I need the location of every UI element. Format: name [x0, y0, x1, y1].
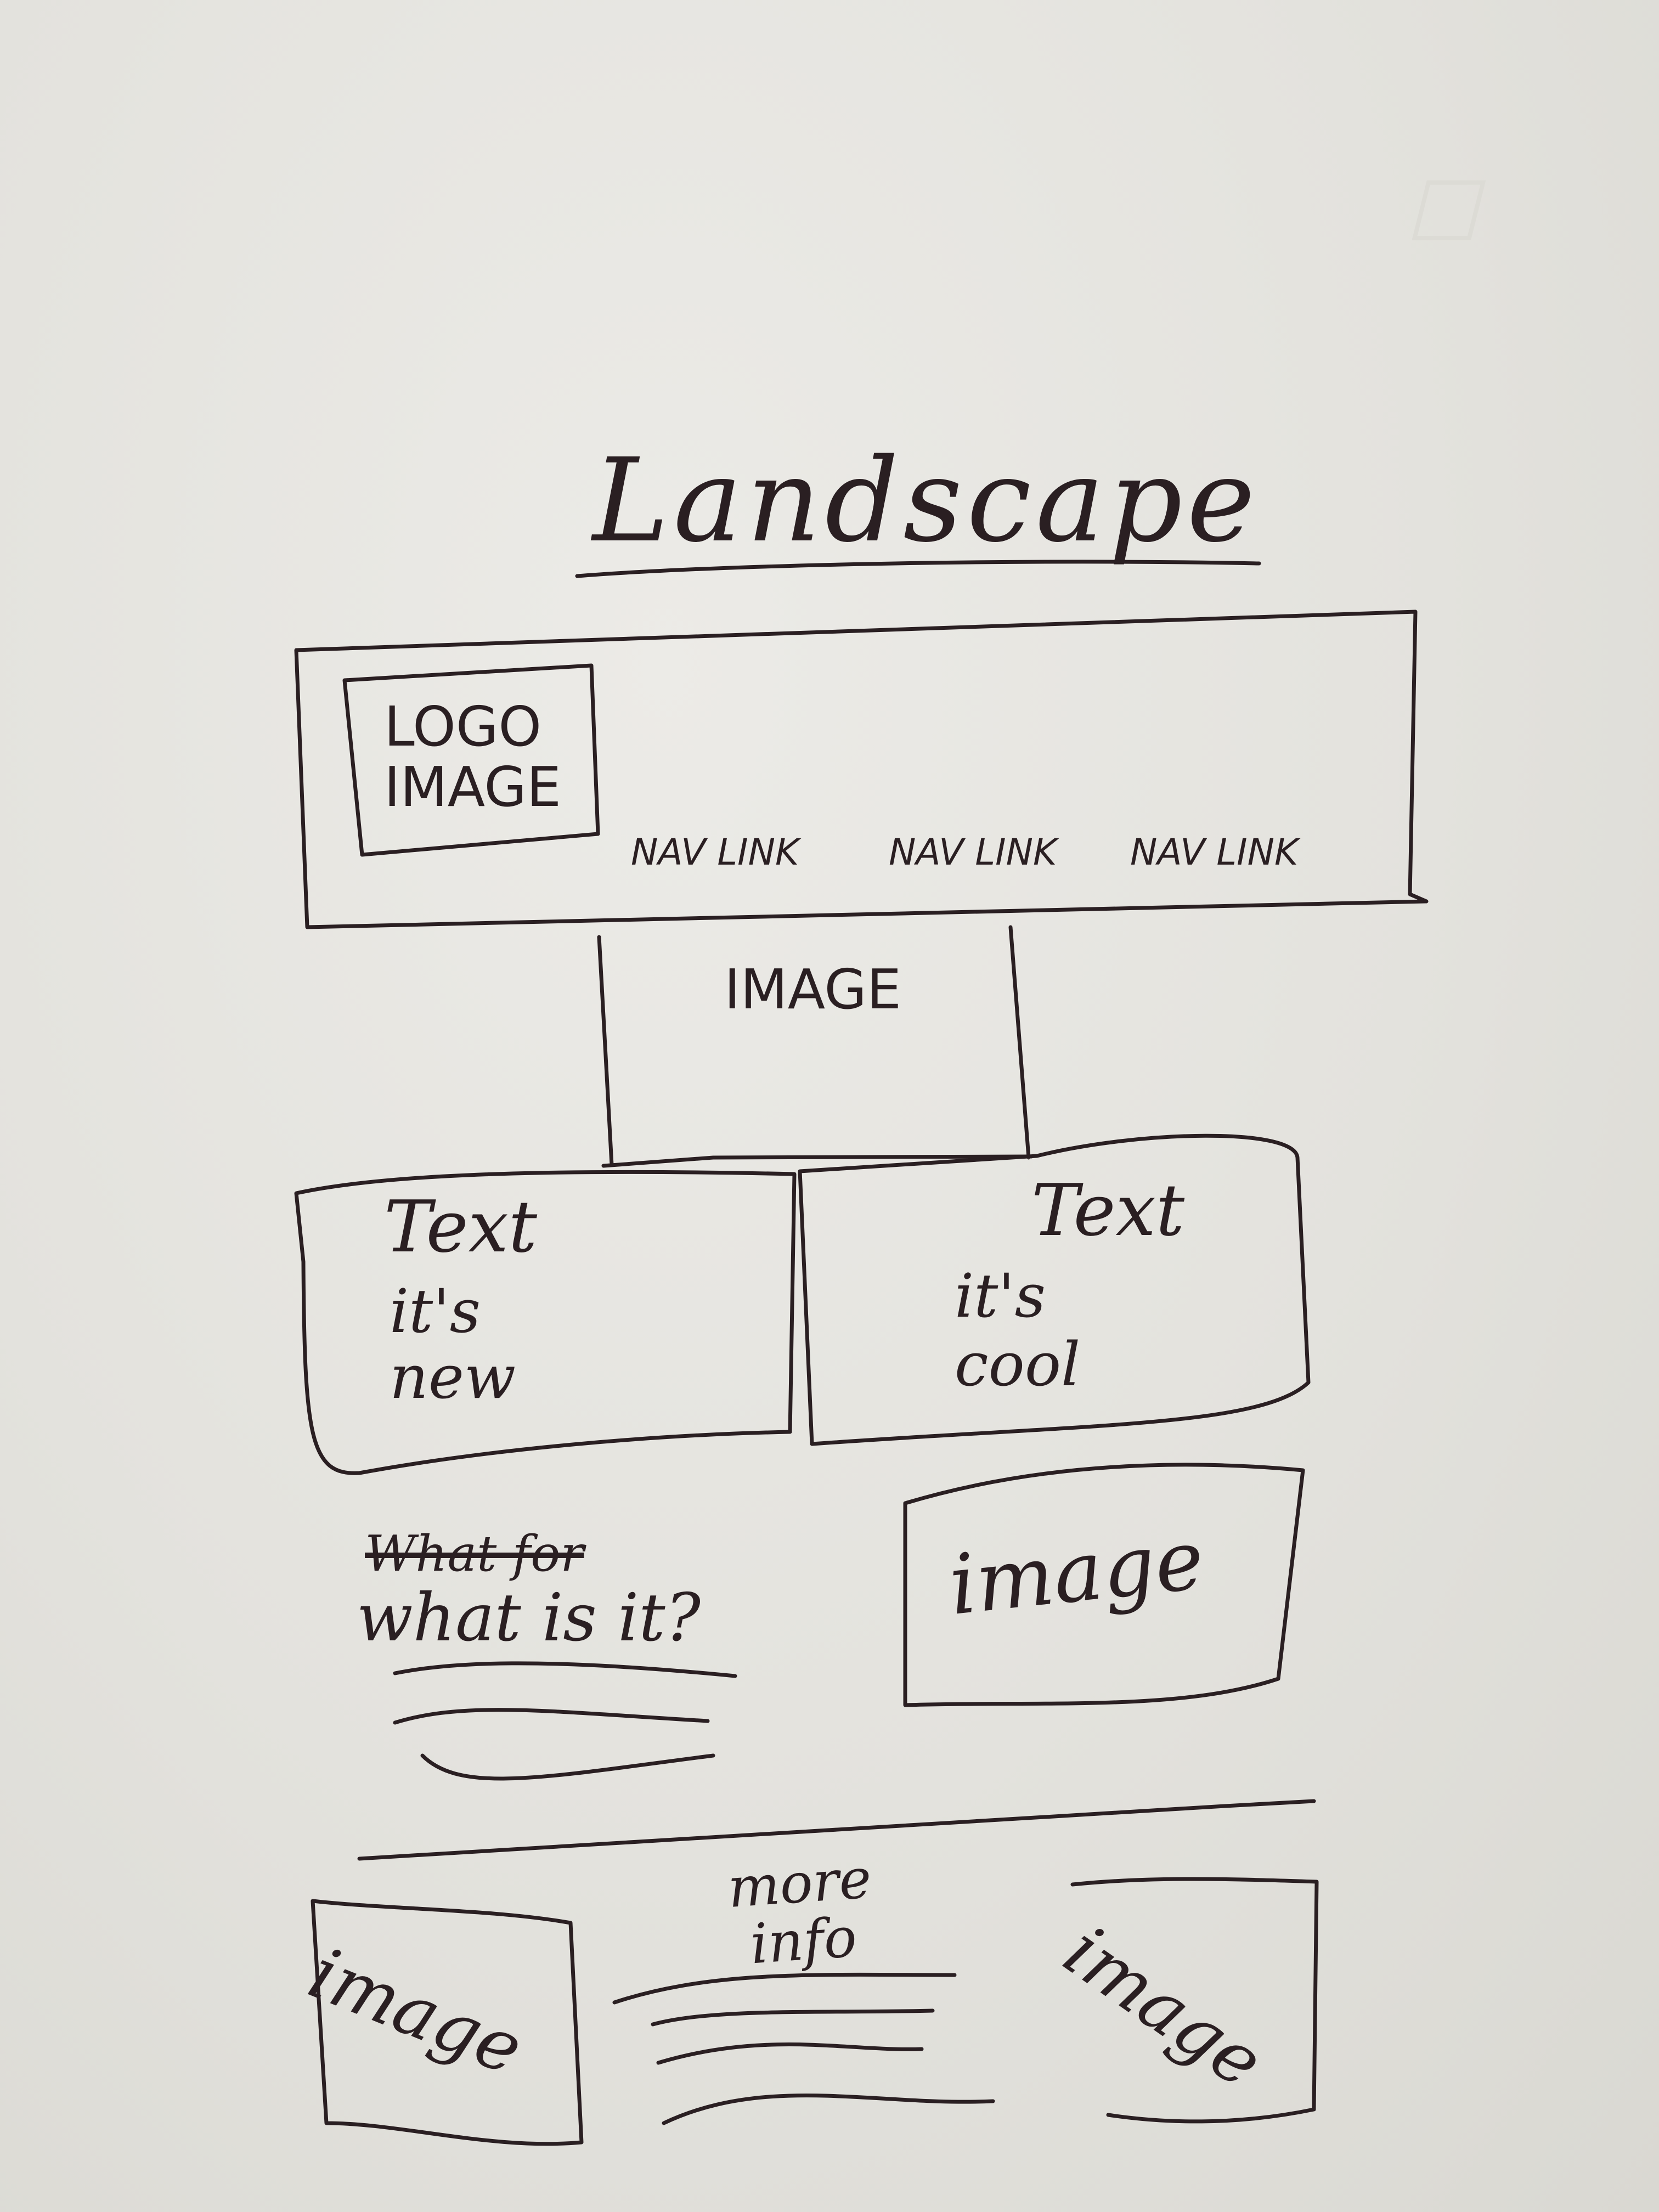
logo-box: [342, 663, 600, 857]
nav-link-1[interactable]: NAV LINK: [631, 831, 799, 873]
nav-link-3[interactable]: NAV LINK: [1130, 831, 1299, 873]
card-left-heading: Text: [384, 1185, 538, 1268]
card-left-box: [294, 1170, 797, 1475]
footer-image-left-box: [311, 1899, 584, 2146]
footer-image-right-box: [1070, 1877, 1319, 2124]
crossed-out-text: What for: [365, 1525, 584, 1583]
feature-heading: what is it?: [357, 1580, 701, 1656]
header-box: [294, 610, 1429, 929]
title-underline: [575, 560, 1261, 578]
nav-link-2[interactable]: NAV LINK: [889, 831, 1057, 873]
card-left-body: it's new: [390, 1276, 516, 1412]
hero-image-label: IMAGE: [724, 957, 902, 1022]
info-text-squiggle: [612, 1972, 957, 2005]
body-text-squiggle: [393, 1708, 710, 1725]
feature-image-box: [903, 1463, 1305, 1707]
card-right-box: [798, 1133, 1311, 1446]
logo-image-label: LOGO IMAGE: [384, 695, 562, 819]
info-text-squiggle: [656, 2042, 924, 2065]
bleed-through-marks: ☐: [1404, 165, 1479, 260]
hero-image-box: [597, 925, 1034, 1168]
card-right-heading: Text: [1031, 1169, 1185, 1252]
section-divider: [357, 1799, 1316, 1861]
footer-info-label: more info: [725, 1846, 874, 1977]
page-title: Landscape: [592, 433, 1260, 568]
body-text-squiggle: [420, 1753, 715, 1781]
info-text-squiggle: [662, 2094, 995, 2125]
info-text-squiggle: [651, 2008, 935, 2027]
body-text-squiggle: [393, 1661, 737, 1678]
card-right-body: it's cool: [955, 1261, 1081, 1400]
